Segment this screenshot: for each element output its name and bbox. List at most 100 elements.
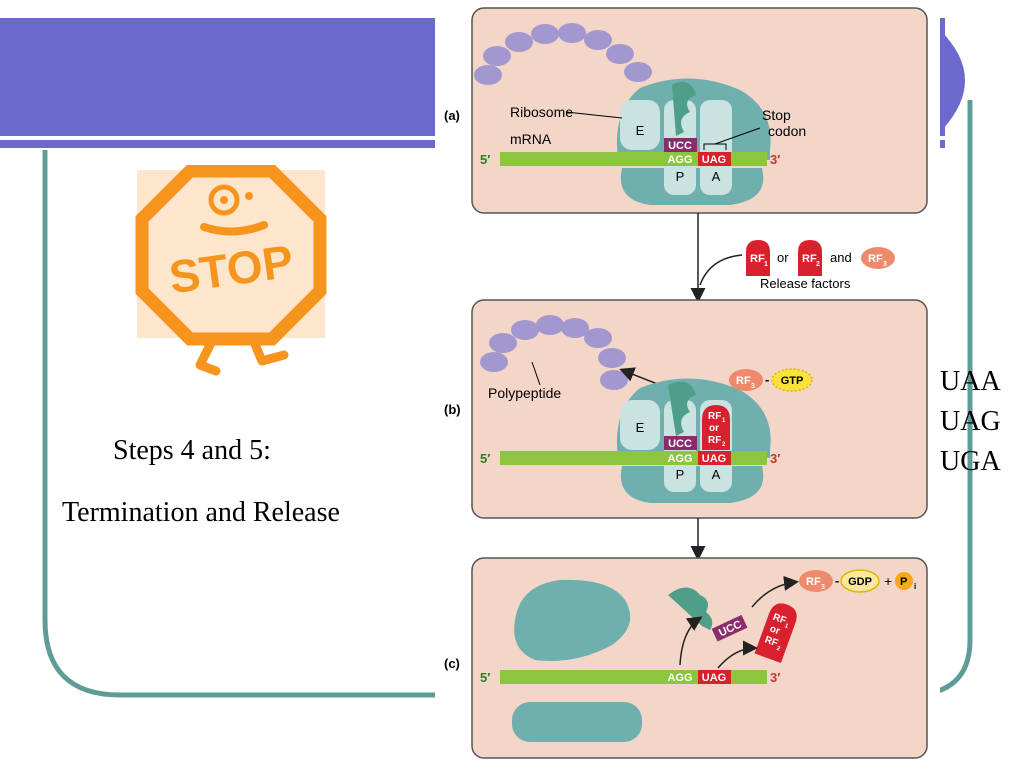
ribosome-label: Ribosome — [510, 104, 573, 120]
stop-codon-highlight — [698, 670, 731, 684]
five-prime-label: 5′ — [480, 670, 490, 685]
three-prime-label: 3′ — [770, 451, 780, 466]
termination-heading: Termination and Release — [62, 497, 340, 528]
rf3-label: RF — [806, 576, 821, 588]
panel-a: (a) E P A UCC AGG UAG 5′ 3′ Ribos — [444, 7, 928, 214]
stop-codon-uaa: UAA — [940, 366, 1001, 397]
amino-acid-bead — [558, 23, 586, 43]
rf-stack-bottom: RF — [763, 634, 779, 649]
stop-codon-uga: UGA — [940, 446, 1001, 477]
codon-p-label: AGG — [667, 453, 692, 465]
amino-acid-bead — [584, 30, 612, 50]
stop-sign-illustration: STOP — [135, 165, 327, 376]
rf-or-label: or — [777, 250, 789, 265]
stop-codon-uag: UAG — [940, 406, 1001, 437]
codon-a-label: UAG — [702, 453, 726, 465]
stop-sign-right-leg — [247, 332, 289, 366]
amino-acid-bead — [531, 24, 559, 44]
stop-codon-label-2: codon — [768, 123, 806, 139]
codon-p-label: AGG — [667, 154, 692, 166]
released-release-factor — [754, 603, 797, 663]
release-factors-legend: RF 1 or RF 2 and RF 3 Release factors — [746, 240, 895, 291]
rf-stack-bottom-sub: 2 — [722, 442, 726, 448]
amino-acid-bead — [624, 62, 652, 82]
steps-label: Steps 4 and 5: — [113, 435, 271, 466]
rf1-subscript: 1 — [764, 261, 768, 268]
stop-codon-list: UAA UAG UGA — [940, 362, 1001, 482]
three-prime-label: 3′ — [770, 152, 780, 167]
rf3-dash: - — [765, 372, 769, 387]
translation-termination-diagram: (a) E P A UCC AGG UAG 5′ 3′ Ribos — [435, 0, 940, 768]
peptidyl-trna — [668, 381, 696, 436]
panel-a-tag: (a) — [444, 108, 460, 123]
polypeptide-leader — [531, 361, 541, 386]
stop-codon-highlight — [698, 152, 731, 166]
rf-release-arrow — [717, 640, 758, 669]
panel-c: (c) AGG UAG 5′ 3′ UCC RF 1 or RF 2 RF 3 — [444, 557, 928, 759]
amino-acid-bead — [584, 328, 612, 348]
rf3-dash: - — [835, 573, 839, 588]
rf-stack-or: or — [768, 624, 781, 638]
rf-and-label: and — [830, 250, 852, 265]
amino-acid-bead — [474, 65, 502, 85]
rf1-label: RF — [750, 253, 765, 265]
rf3-subscript: 3 — [883, 261, 887, 268]
panel-c-tag: (c) — [444, 656, 460, 671]
site-p-label: P — [676, 169, 685, 184]
panel-b-tag: (b) — [444, 402, 461, 417]
amino-acid-bead — [489, 333, 517, 353]
ribosome-a-site — [700, 100, 732, 195]
anticodon-box — [664, 138, 697, 152]
stop-codon-label-1: Stop — [762, 107, 791, 123]
site-e-label: E — [636, 123, 645, 138]
panel-b: (b) Polypeptide E P A UCC RF 1 or RF — [444, 299, 928, 519]
rf3-label: RF — [868, 253, 883, 265]
peptidyl-trna — [672, 81, 696, 136]
stop-sign-left-leg — [195, 332, 221, 376]
release-factors-caption: Release factors — [760, 276, 851, 291]
codon-a-label: UAG — [702, 672, 726, 684]
bound-release-factor — [702, 405, 730, 450]
stop-sign-pupil — [220, 196, 228, 204]
rf2-label: RF — [802, 253, 817, 265]
rf3-shape — [729, 369, 763, 391]
anticodon-box — [664, 436, 697, 450]
rf-stack-bottom-sub: 2 — [776, 646, 782, 653]
release-factor-input-arrow — [699, 254, 743, 286]
amino-acid-bead — [483, 46, 511, 66]
amino-acid-bead — [606, 44, 634, 64]
codon-a-label: UAG — [702, 154, 726, 166]
stop-sign-dot — [245, 192, 253, 200]
site-a-label: A — [712, 467, 721, 482]
plus-sign: + — [884, 573, 892, 589]
amino-acid-bead — [536, 315, 564, 335]
five-prime-label: 5′ — [480, 451, 490, 466]
amino-acid-bead — [480, 352, 508, 372]
dissociated-large-subunit — [514, 579, 631, 661]
rf-stack-or: or — [709, 423, 719, 434]
anticodon-label: UCC — [668, 140, 692, 152]
stop-codon-highlight — [698, 451, 731, 465]
five-prime-label: 5′ — [480, 152, 490, 167]
ribosome-leader — [565, 111, 623, 119]
amino-acid-bead — [561, 318, 589, 338]
rf1-shape — [746, 240, 770, 276]
phosphate-shape — [895, 572, 913, 590]
dissociated-small-subunit — [512, 702, 642, 742]
rf-stack-top: RF — [771, 612, 787, 627]
rf-stack-bottom: RF — [708, 435, 721, 446]
gdp-shape — [840, 569, 880, 593]
anticodon-label: UCC — [668, 438, 692, 450]
rf3-shape — [861, 247, 895, 269]
site-e-label: E — [636, 420, 645, 435]
stop-sign-eye — [208, 184, 240, 216]
rf2-shape — [798, 240, 822, 276]
rf-stack-top-sub: 1 — [784, 623, 790, 630]
panel-b-polypeptide — [480, 315, 628, 390]
released-anticodon-box — [711, 614, 748, 642]
rf3-label: RF — [736, 375, 751, 387]
site-a-label: A — [712, 169, 721, 184]
slide-frame — [42, 100, 973, 698]
rf3-subscript: 3 — [821, 584, 825, 591]
polypeptide-label: Polypeptide — [488, 385, 561, 401]
